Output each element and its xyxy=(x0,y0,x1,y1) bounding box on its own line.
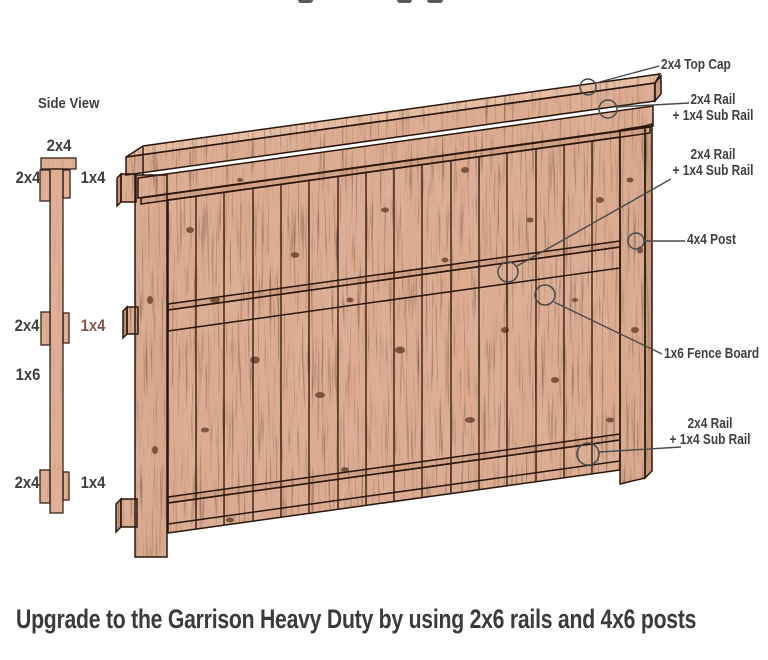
side-view-title: Side View xyxy=(38,95,100,112)
callout-label-fence-board: 1x6 Fence Board xyxy=(664,346,760,362)
callout-label-post: 4x4 Post xyxy=(687,232,736,248)
wood-knots xyxy=(147,148,643,523)
side-view-wood-grain xyxy=(40,158,76,513)
callout-label-middle-rail: 2x4 Rail + 1x4 Sub Rail xyxy=(667,147,759,179)
callout-label-bottom-rail-line2: + 1x4 Sub Rail xyxy=(669,431,751,448)
callout-label-middle-rail-line1: 2x4 Rail xyxy=(690,147,736,163)
callout-circle-upper-rail xyxy=(598,99,618,119)
fence-outlines xyxy=(115,73,662,558)
callout-label-bottom-rail: 2x4 Rail + 1x4 Sub Rail xyxy=(664,416,756,448)
side-view-label-board: 1x6 xyxy=(15,366,41,384)
leader-top-cap xyxy=(595,65,660,84)
leader-upper-rail xyxy=(616,102,690,108)
callout-circle-bottom-rail xyxy=(576,442,600,466)
callout-label-upper-rail-line1: 2x4 Rail xyxy=(690,92,736,108)
callout-circle-top-cap xyxy=(579,78,597,96)
cut-off-title-fragment xyxy=(427,0,443,3)
callout-label-upper-rail: 2x4 Rail + 1x4 Sub Rail xyxy=(667,92,759,124)
leader-fence-board xyxy=(553,301,663,355)
side-view-label-bottom-rail: 2x4 xyxy=(14,474,40,492)
side-view-drawing xyxy=(39,157,77,514)
upgrade-caption: Upgrade to the Garrison Heavy Duty by us… xyxy=(16,604,697,634)
side-view-label-mid-rail: 2x4 xyxy=(14,317,40,335)
callout-label-top-cap: 2x4 Top Cap xyxy=(661,57,731,73)
cut-off-title-fragment xyxy=(298,0,313,3)
fence-drawing xyxy=(115,65,690,558)
side-view-label-mid-subrail: 1x4 xyxy=(80,317,106,335)
side-view-label-top-cap: 2x4 xyxy=(46,137,72,155)
callout-label-upper-rail-line2: + 1x4 Sub Rail xyxy=(672,107,754,124)
leader-lines xyxy=(516,65,690,453)
cut-off-title-fragment xyxy=(397,0,412,3)
callout-circle-fence-board xyxy=(534,284,556,306)
side-view-label-top-rail: 2x4 xyxy=(15,169,41,187)
side-view-label-bottom-subrail: 1x4 xyxy=(80,474,106,492)
callout-label-middle-rail-line2: + 1x4 Sub Rail xyxy=(672,162,754,179)
callout-circle-middle-rail xyxy=(497,261,519,283)
callout-label-bottom-rail-line1: 2x4 Rail xyxy=(687,416,733,432)
board-separation-lines xyxy=(195,141,593,529)
leader-middle-rail xyxy=(516,178,672,267)
leader-bottom-rail xyxy=(598,446,682,453)
side-view-label-top-subrail: 1x4 xyxy=(80,169,106,187)
